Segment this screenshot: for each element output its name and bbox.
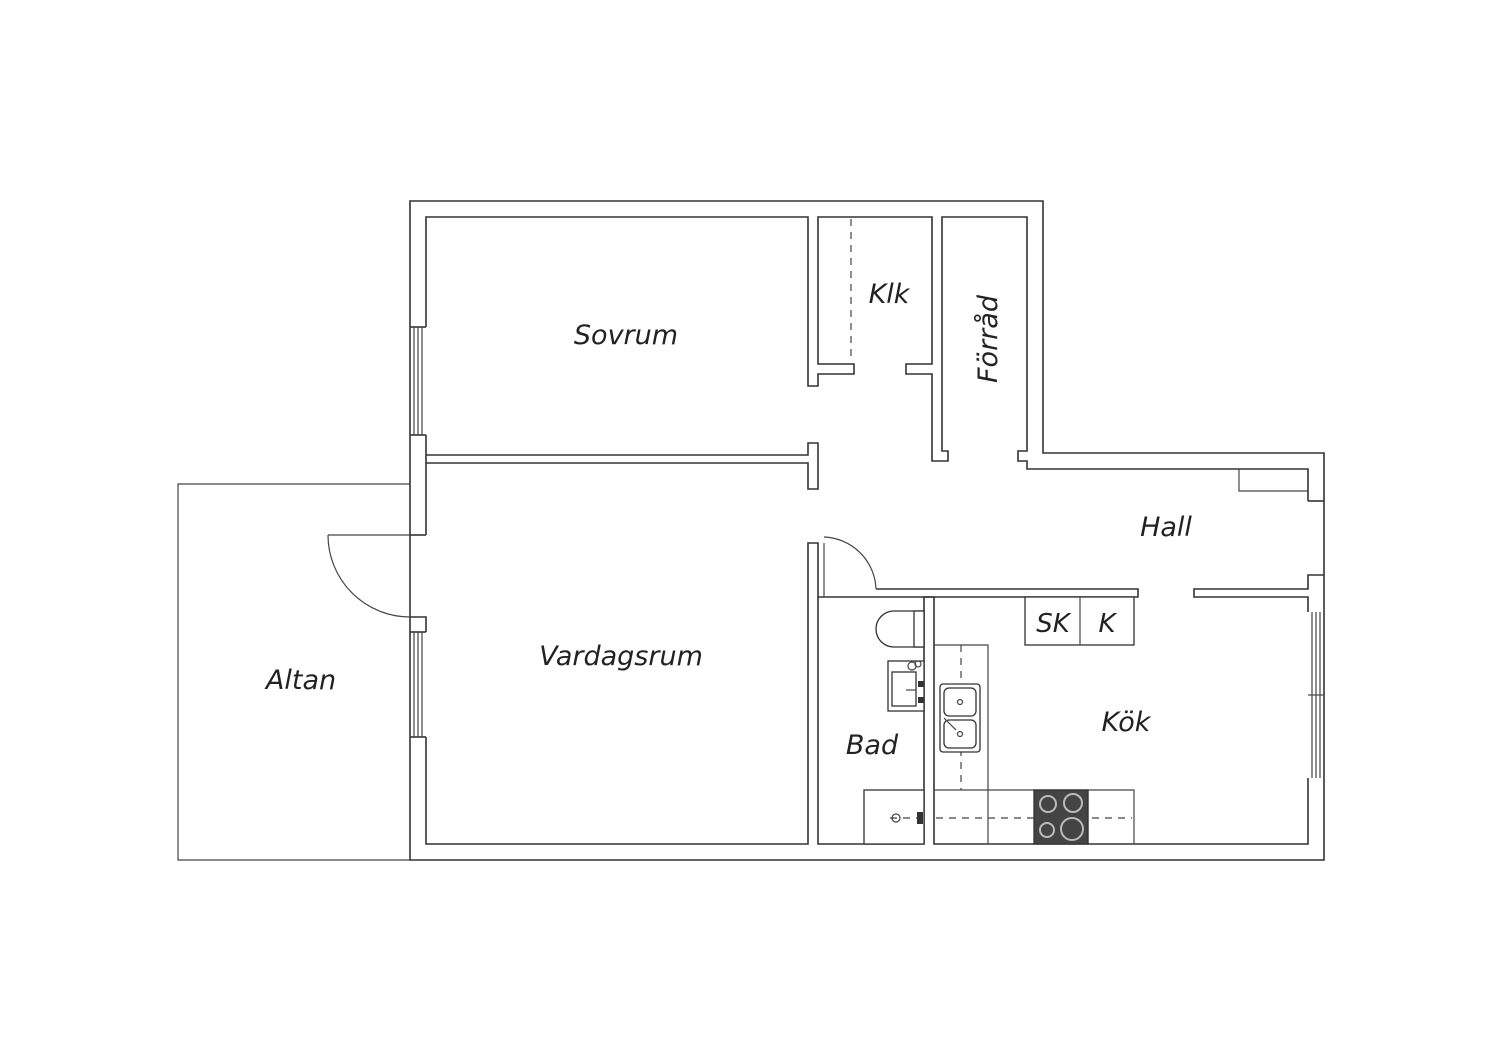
- room-label-klk: Klk: [869, 279, 911, 310]
- cabinet-label-k: K: [1098, 609, 1117, 639]
- bathroom-sink-icon: [887, 660, 925, 712]
- kitchen-sink-icon: [939, 683, 981, 753]
- room-label-sovrum: Sovrum: [574, 320, 678, 351]
- room-label-hall: Hall: [1140, 512, 1192, 543]
- window-vardagsrum: [413, 632, 423, 737]
- room-label-altan: Altan: [264, 665, 336, 696]
- kitchen-counter: [934, 596, 1135, 844]
- toilet-icon: [875, 610, 925, 648]
- room-label-forrad: Förråd: [973, 294, 1004, 383]
- cabinet-label-sk: SK: [1036, 609, 1072, 639]
- window-sovrum: [413, 327, 423, 435]
- room-label-bad: Bad: [846, 730, 899, 761]
- altan-outline: [177, 483, 410, 861]
- shower-icon: [863, 789, 925, 845]
- door-altan: [327, 534, 411, 618]
- door-bad: [823, 536, 877, 597]
- room-label-kok: Kök: [1102, 707, 1152, 738]
- room-label-vardagsrum: Vardagsrum: [539, 641, 703, 672]
- hall-cabinet: [1238, 469, 1308, 492]
- window-kok: [1308, 612, 1324, 778]
- stove-icon: [1033, 789, 1089, 845]
